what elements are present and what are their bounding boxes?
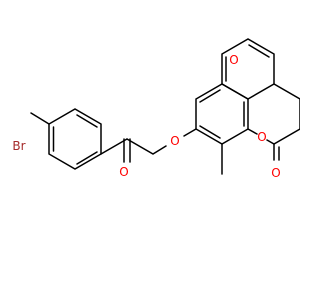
molecule-structure-diagram: Br O O O O O [12,38,300,180]
bromophenyl-ring-double-bonds [52,114,98,165]
chain-bonds [126,128,197,155]
phenol-ring-double-bonds [199,89,245,139]
ether-oxygen-label: O [170,134,179,148]
bromophenyl-ring-bonds [48,108,102,170]
lactone-ring-bonds [247,83,300,145]
lactone-ring-oxygen-label: O [257,130,266,144]
atom-labels: Br O O O O O [12,53,280,180]
ketone-double-bond [123,138,131,163]
phenol-ring-bonds [195,83,249,145]
bromine-atom-label: Br [12,139,25,153]
bonds [30,38,300,175]
methoxy-ring-bonds [221,38,275,100]
aryl-carbonyl-bond [100,138,128,155]
methoxy-oxygen-label: O [229,53,238,67]
lactone-carbonyl-double-bond [273,143,280,161]
ketone-oxygen-label: O [119,165,128,179]
lactone-carbonyl-oxygen-label: O [271,166,280,180]
carbon-bromine-bond [30,112,50,125]
methoxy-ring-double-bonds [225,44,270,82]
